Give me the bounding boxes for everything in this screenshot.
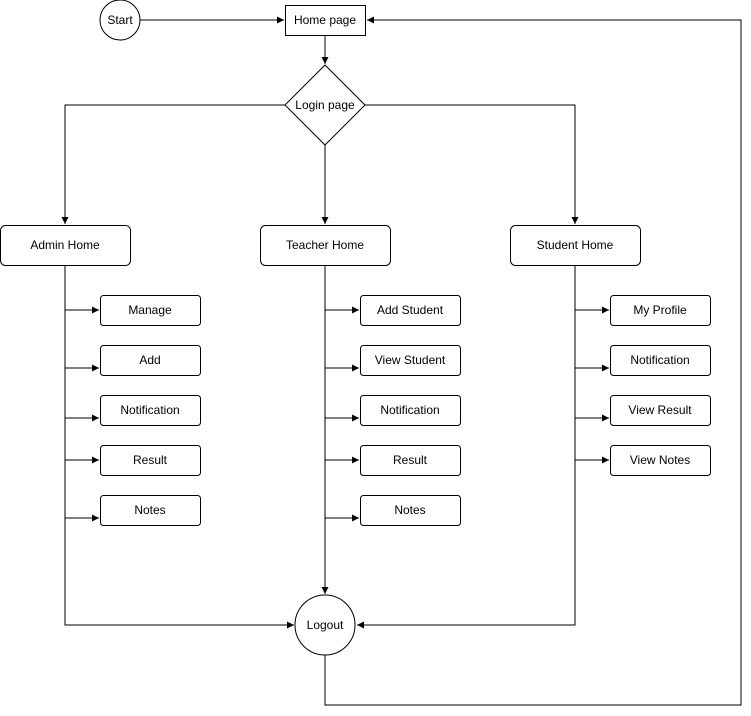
student-home-box bbox=[510, 225, 641, 266]
start-label: Start bbox=[107, 13, 133, 27]
node-login-page: Login page bbox=[284, 64, 366, 146]
teacher-item-notification-label: Notification bbox=[380, 403, 439, 417]
connectors bbox=[61, 16, 742, 706]
start-circle bbox=[99, 0, 141, 41]
teacher-item-notes bbox=[360, 495, 461, 526]
admin-item-notes-label: Notes bbox=[134, 503, 165, 517]
home-page-label: Home page bbox=[294, 13, 356, 27]
admin-item-notification-label: Notification bbox=[120, 403, 179, 417]
edge-login-to-admin bbox=[61, 104, 285, 224]
student-items: My Profile Notification View Result View… bbox=[610, 295, 711, 476]
admin-item-add bbox=[100, 345, 201, 376]
logout-label: Logout bbox=[307, 618, 344, 632]
admin-item-manage bbox=[100, 295, 201, 326]
teacher-item-view-student bbox=[360, 345, 461, 376]
node-start: Start bbox=[99, 0, 141, 41]
logout-circle bbox=[294, 594, 356, 656]
edge-login-to-student bbox=[365, 104, 579, 224]
teacher-item-add-student bbox=[360, 295, 461, 326]
login-page-label: Login page bbox=[295, 98, 355, 112]
student-item-my-profile bbox=[610, 295, 711, 326]
admin-item-result bbox=[100, 445, 201, 476]
student-item-view-result-label: View Result bbox=[628, 403, 692, 417]
teacher-item-notes-label: Notes bbox=[394, 503, 425, 517]
admin-item-result-label: Result bbox=[133, 453, 168, 467]
admin-item-notification bbox=[100, 395, 201, 426]
admin-home-box bbox=[0, 225, 131, 266]
admin-item-notes bbox=[100, 495, 201, 526]
teacher-item-result-label: Result bbox=[393, 453, 428, 467]
student-item-view-notes bbox=[610, 445, 711, 476]
login-diamond bbox=[284, 64, 366, 146]
student-home-label: Student Home bbox=[537, 238, 614, 252]
teacher-home-box bbox=[260, 225, 391, 266]
teacher-home-label: Teacher Home bbox=[286, 238, 364, 252]
home-page-box bbox=[285, 5, 366, 36]
teacher-item-view-student-label: View Student bbox=[375, 353, 446, 367]
admin-item-add-label: Add bbox=[139, 353, 160, 367]
node-student-home: Student Home bbox=[510, 225, 641, 266]
node-logout: Logout bbox=[294, 594, 356, 656]
node-home-page: Home page bbox=[285, 5, 366, 36]
edge-logout-to-home bbox=[324, 16, 742, 706]
node-admin-home: Admin Home bbox=[0, 225, 131, 266]
teacher-items: Add Student View Student Notification Re… bbox=[360, 295, 461, 526]
student-item-view-notes-label: View Notes bbox=[630, 453, 690, 467]
admin-trunk bbox=[64, 265, 294, 629]
student-item-notification bbox=[610, 345, 711, 376]
node-teacher-home: Teacher Home bbox=[260, 225, 391, 266]
admin-item-manage-label: Manage bbox=[128, 303, 172, 317]
teacher-item-notification bbox=[360, 395, 461, 426]
student-trunk bbox=[357, 265, 576, 629]
teacher-item-add-student-label: Add Student bbox=[377, 303, 444, 317]
student-item-my-profile-label: My Profile bbox=[633, 303, 687, 317]
student-item-notification-label: Notification bbox=[630, 353, 689, 367]
admin-items: Manage Add Notification Result Notes bbox=[100, 295, 201, 526]
admin-home-label: Admin Home bbox=[30, 238, 100, 252]
student-item-view-result bbox=[610, 395, 711, 426]
teacher-item-result bbox=[360, 445, 461, 476]
